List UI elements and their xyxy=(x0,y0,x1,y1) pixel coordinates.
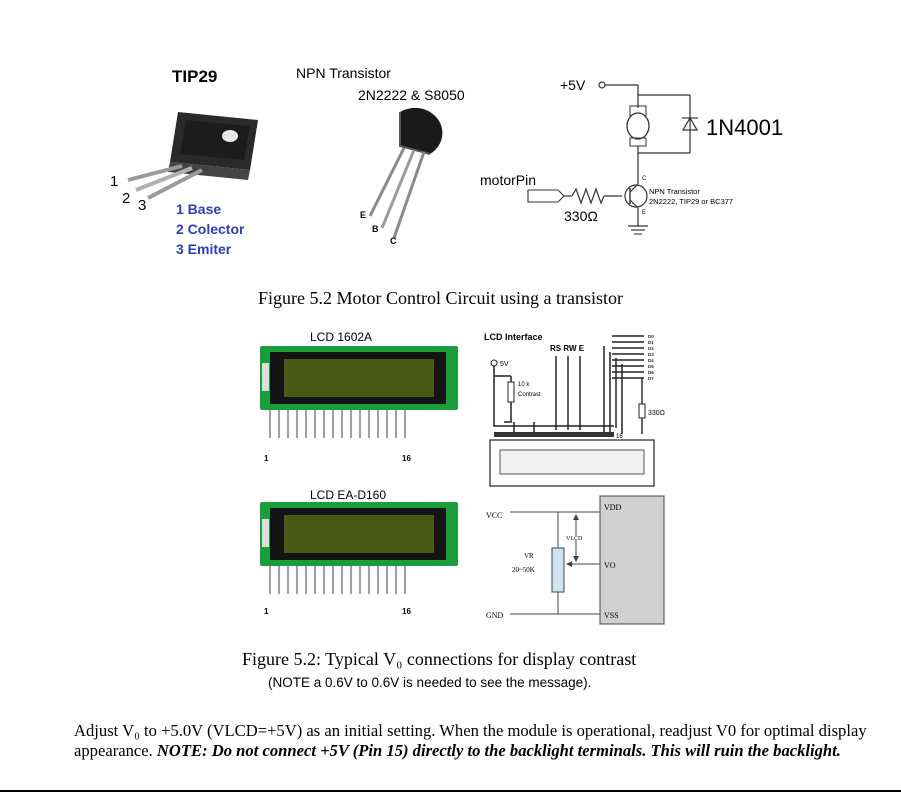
backlight-resistor xyxy=(638,403,646,419)
lcd2-pin-last: 16 xyxy=(402,607,411,616)
tip29-legend-emitter: 3 Emiter xyxy=(176,241,232,257)
motor-circuit-schematic: +5V 1N4001 motorPin 330Ω C E NPN Transis… xyxy=(480,77,783,235)
lcd1-title: LCD 1602A xyxy=(310,330,372,344)
contrast-vlcd: VLCD xyxy=(566,536,583,542)
contrast-vss: VSS xyxy=(604,611,619,620)
lcd2-pin-header xyxy=(269,566,406,594)
npn-lead-b: B xyxy=(372,224,379,234)
contrast-pot xyxy=(507,381,515,403)
tip29-legend-base: 1 Base xyxy=(176,201,221,217)
npn-lead-e: E xyxy=(360,210,366,220)
lcd1-screen xyxy=(284,359,434,397)
lcd1-pin-header xyxy=(269,410,406,438)
transistor-symbol xyxy=(624,184,648,208)
paragraph-warning: NOTE: Do not connect +5V (Pin 15) direct… xyxy=(156,740,841,760)
data-pin-d7: D7 xyxy=(648,376,654,381)
tip29-title: TIP29 xyxy=(172,67,217,86)
interface-supply: 5V xyxy=(500,361,509,368)
data-pin-d2: D2 xyxy=(648,346,654,351)
lcd2-pin-first: 1 xyxy=(264,607,269,616)
motor-symbol xyxy=(626,112,650,140)
tip29-pin-1: 1 xyxy=(110,173,118,190)
tip29-pin-2: 2 xyxy=(122,190,130,207)
lcd2-screen xyxy=(284,515,434,553)
npn-title: NPN Transistor xyxy=(296,65,391,81)
tip29-illustration: TIP29 1 2 3 1 Base 2 Colector 3 Emiter xyxy=(110,67,258,257)
transistor-emitter-label: E xyxy=(642,210,646,216)
pot-value-label: 10 k xyxy=(518,382,530,388)
instruction-paragraph: Adjust V₀ to +5.0V (VLCD=+5V) as an init… xyxy=(74,721,874,760)
npn-models: 2N2222 & S8050 xyxy=(358,87,465,103)
data-pin-d5: D5 xyxy=(648,364,654,369)
contrast-vr-range: 20~50K xyxy=(512,566,535,574)
tip29-pin-3: 3 xyxy=(138,197,146,214)
contrast-vcc: VCC xyxy=(486,511,502,520)
data-pin-d4: D4 xyxy=(648,358,654,363)
data-pin-d1: D1 xyxy=(648,340,654,345)
resistor-symbol xyxy=(571,187,605,205)
lcd1-pin-first: 1 xyxy=(264,454,269,463)
pot-name-label: Contrast xyxy=(518,392,541,398)
figure1-caption: Figure 5.2 Motor Control Circuit using a… xyxy=(258,288,623,308)
data-pin-d6: D6 xyxy=(648,370,654,375)
tip29-legend-collector: 2 Colector xyxy=(176,221,245,237)
contrast-vo: VO xyxy=(604,561,616,570)
contrast-vdd: VDD xyxy=(604,503,622,512)
contrast-gnd: GND xyxy=(486,611,504,620)
circuit-input-label: motorPin xyxy=(480,172,536,188)
figure2-note: (NOTE a 0.6V to 0.6V is needed to see th… xyxy=(268,675,592,690)
lcd1-pin-last: 16 xyxy=(402,454,411,463)
figure2-caption: Figure 5.2: Typical V₀ connections for d… xyxy=(242,649,637,669)
lcd2-title: LCD EA-D160 xyxy=(310,488,386,502)
npn-illustration: NPN Transistor 2N2222 & S8050 E B C xyxy=(296,65,465,246)
transistor-models-label: 2N2222, TIP29 or BC377 xyxy=(649,197,733,206)
circuit-resistor-label: 330Ω xyxy=(564,208,598,224)
circuit-supply-label: +5V xyxy=(560,77,586,93)
contrast-vr: VR xyxy=(524,552,534,560)
npn-lead-c: C xyxy=(390,236,397,246)
data-pin-d0: D0 xyxy=(648,334,654,339)
data-bus-lines xyxy=(612,335,644,404)
paragraph-text: Adjust V₀ to +5.0V (VLCD=+5V) as an init… xyxy=(74,721,867,760)
diode-symbol xyxy=(681,116,699,131)
lcd-module-block xyxy=(599,495,665,625)
transistor-collector-label: C xyxy=(642,176,647,182)
circuit-diode-label: 1N4001 xyxy=(706,115,783,140)
lcd-1602a-illustration: LCD 1602A 1 16 xyxy=(260,330,458,463)
transistor-type-label: NPN Transistor xyxy=(649,187,700,196)
lcd-interface-schematic: LCD Interface RS RW E 5V 10 k Contrast D… xyxy=(484,332,665,487)
lcd-ea-d160-illustration: LCD EA-D160 1 16 xyxy=(260,488,458,616)
backlight-resistor-label: 330Ω xyxy=(648,410,665,417)
contrast-pot xyxy=(551,547,565,593)
interface-signals: RS RW E xyxy=(550,344,585,353)
interface-title: LCD Interface xyxy=(484,332,543,342)
bottom-rule xyxy=(0,790,901,792)
interface-pin16: 16 xyxy=(616,434,623,440)
tip29-mount-hole xyxy=(222,130,238,142)
data-pin-d3: D3 xyxy=(648,352,654,357)
contrast-circuit-schematic: VCC GND VR 20~50K VLCD VDD VO VSS xyxy=(486,495,665,625)
npn-body xyxy=(400,107,443,154)
